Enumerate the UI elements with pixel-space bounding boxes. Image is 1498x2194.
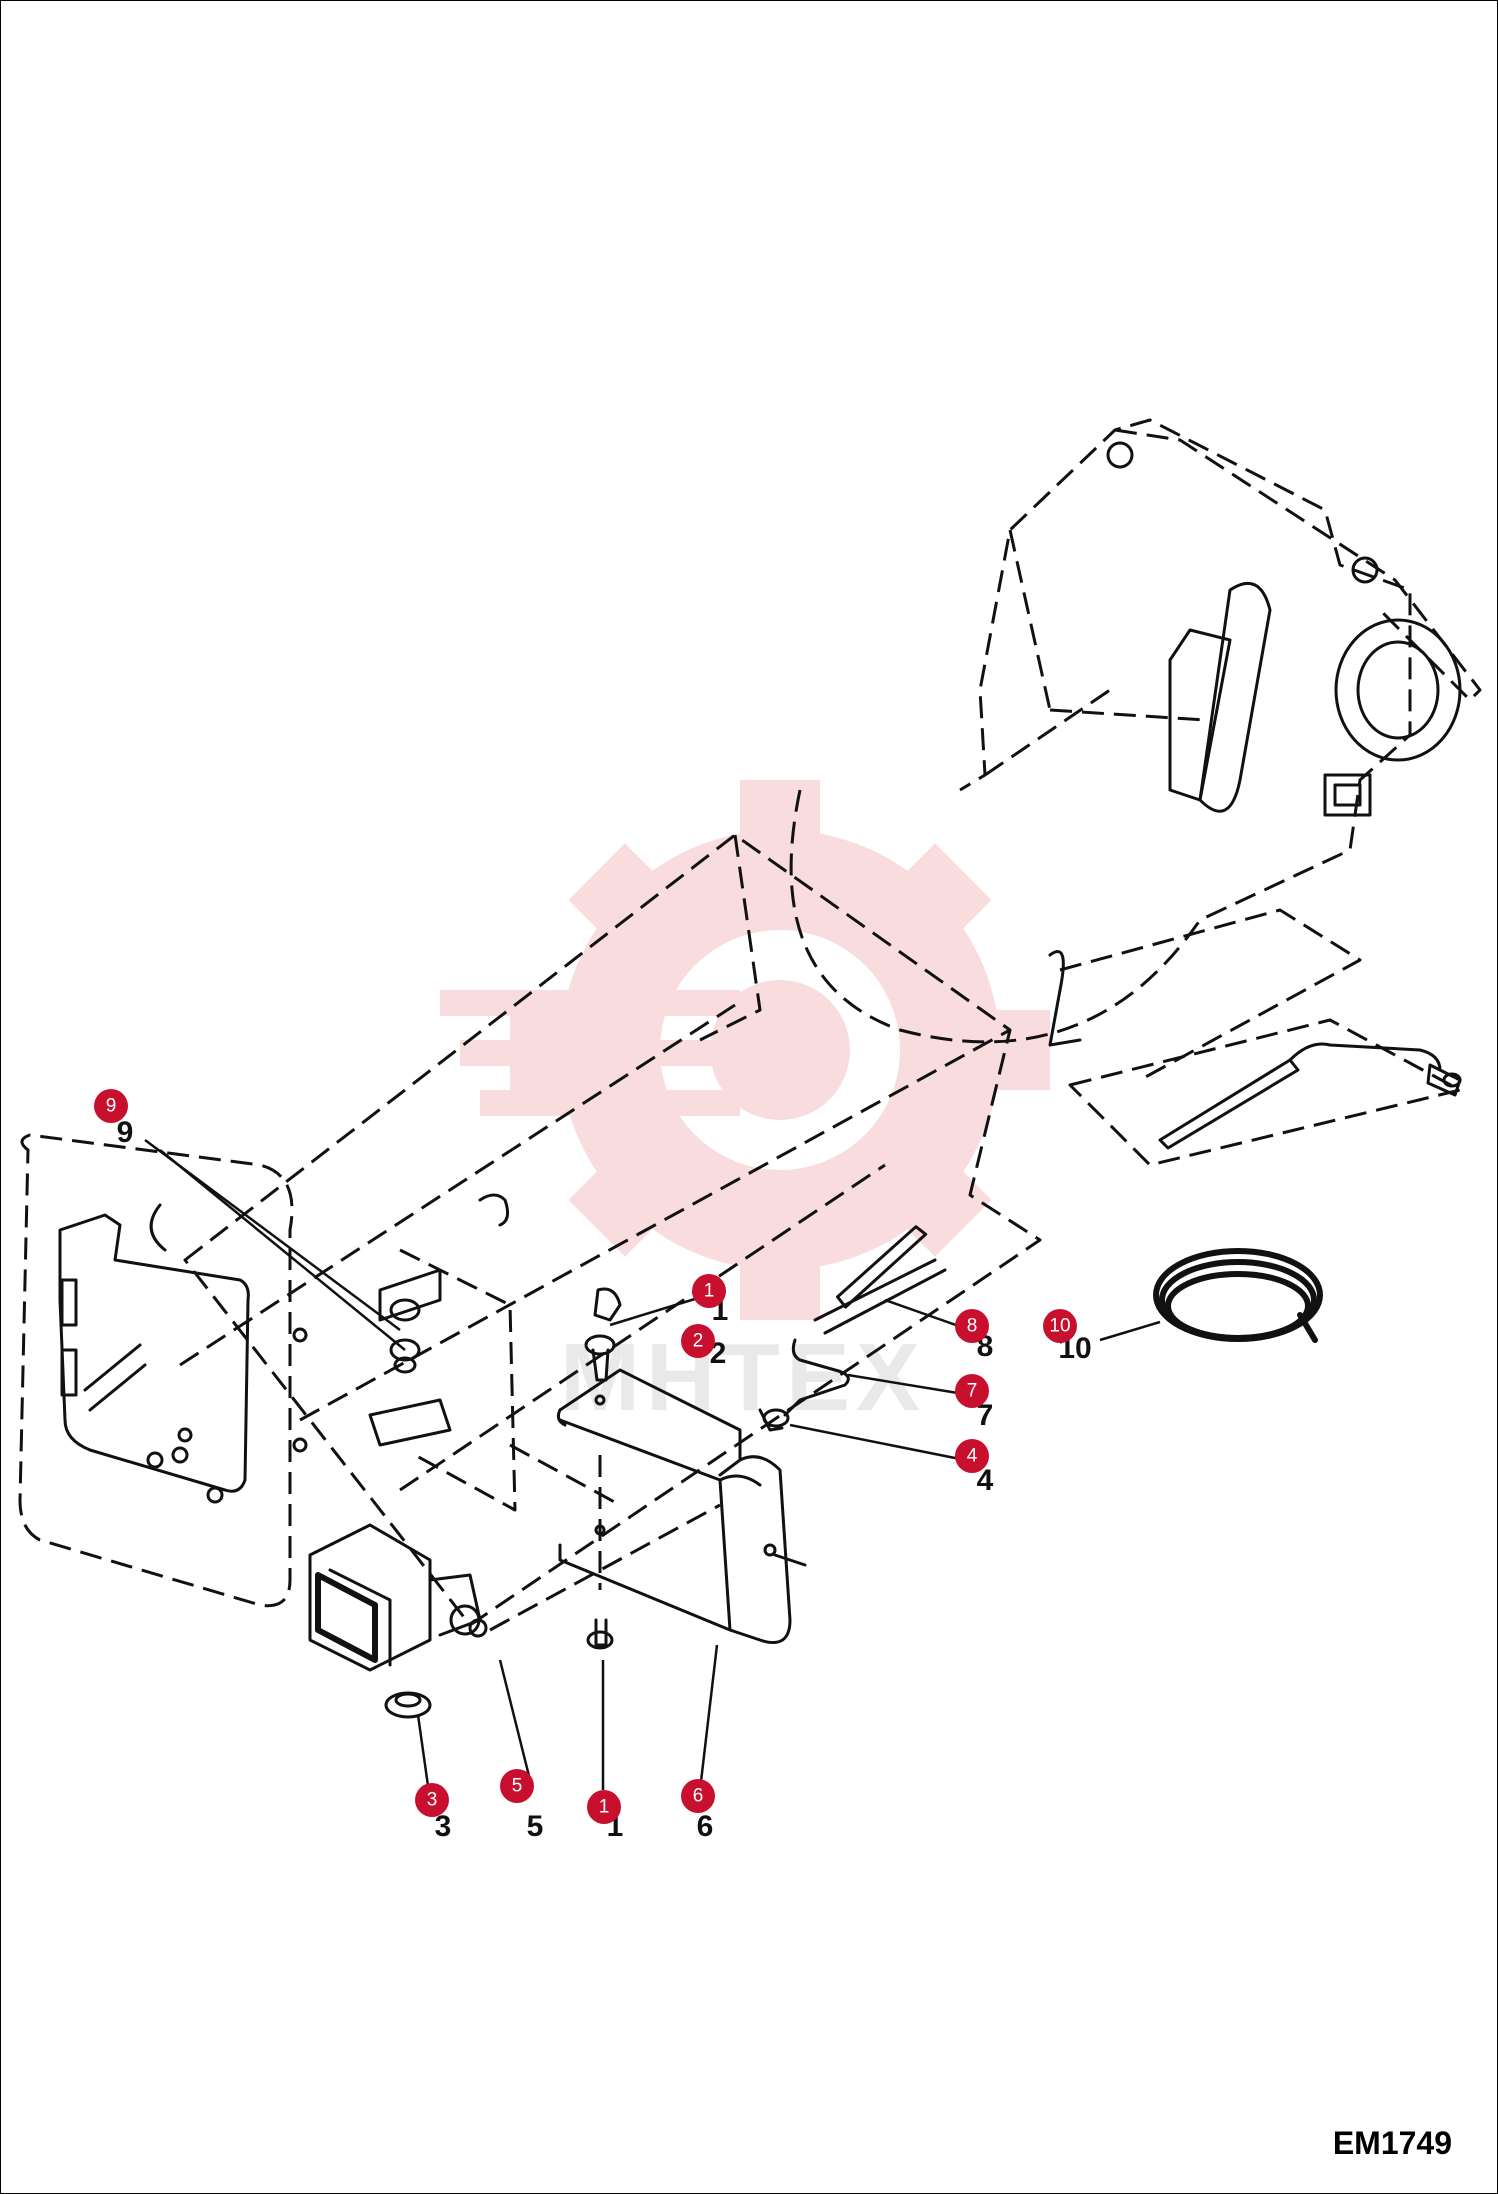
callout-5[interactable]: 5 — [500, 1769, 534, 1803]
svg-text:5: 5 — [512, 1776, 523, 1797]
lock-nut — [384, 1691, 432, 1801]
svg-text:10: 10 — [1049, 1316, 1070, 1337]
svg-text:8: 8 — [967, 1316, 978, 1337]
cable-coil — [1099, 1248, 1323, 1343]
svg-text:1: 1 — [704, 1281, 715, 1302]
svg-text:3: 3 — [427, 1790, 438, 1811]
callout-6[interactable]: 6 — [681, 1779, 715, 1813]
mounting-hardware — [144, 1138, 517, 1512]
screws — [584, 1287, 709, 1790]
callout-4[interactable]: 4 — [955, 1439, 989, 1473]
orig-number-5: 5 — [527, 1810, 544, 1843]
work-lamp — [308, 1503, 721, 1672]
svg-text:1: 1 — [599, 1797, 610, 1818]
svg-text:6: 6 — [693, 1786, 704, 1807]
svg-text:4: 4 — [967, 1446, 978, 1467]
callout-3[interactable]: 3 — [415, 1783, 449, 1817]
orig-number-6: 6 — [697, 1810, 714, 1843]
wiring-harness — [758, 1225, 971, 1462]
svg-text:7: 7 — [967, 1381, 978, 1402]
lamp-guard — [509, 1368, 807, 1644]
diagram-code-label: EM1749 — [1332, 2125, 1452, 2161]
callout-1-bottom[interactable]: 1 — [587, 1790, 621, 1824]
orig-number-4: 4 — [977, 1464, 994, 1497]
callout-leaders — [498, 1644, 719, 1791]
callout-1-top[interactable]: 1 — [692, 1274, 726, 1308]
callout-10[interactable]: 10 — [1043, 1309, 1077, 1343]
callout-2[interactable]: 2 — [681, 1324, 715, 1358]
callout-9[interactable]: 9 — [94, 1089, 128, 1123]
callout-8[interactable]: 8 — [955, 1309, 989, 1343]
callout-markers: 9 1 2 8 10 7 4 3 — [94, 1089, 1077, 1824]
light-mount-bracket — [18, 1133, 510, 1608]
orig-number-3: 3 — [435, 1810, 452, 1843]
callout-7[interactable]: 7 — [955, 1374, 989, 1408]
orig-number-7: 7 — [977, 1399, 994, 1432]
svg-text:9: 9 — [106, 1096, 117, 1117]
orig-number-9: 9 — [117, 1116, 134, 1149]
watermark-text: MHTEX — [560, 1324, 926, 1431]
boom-sensor — [1158, 1042, 1462, 1150]
svg-text:2: 2 — [693, 1331, 704, 1352]
